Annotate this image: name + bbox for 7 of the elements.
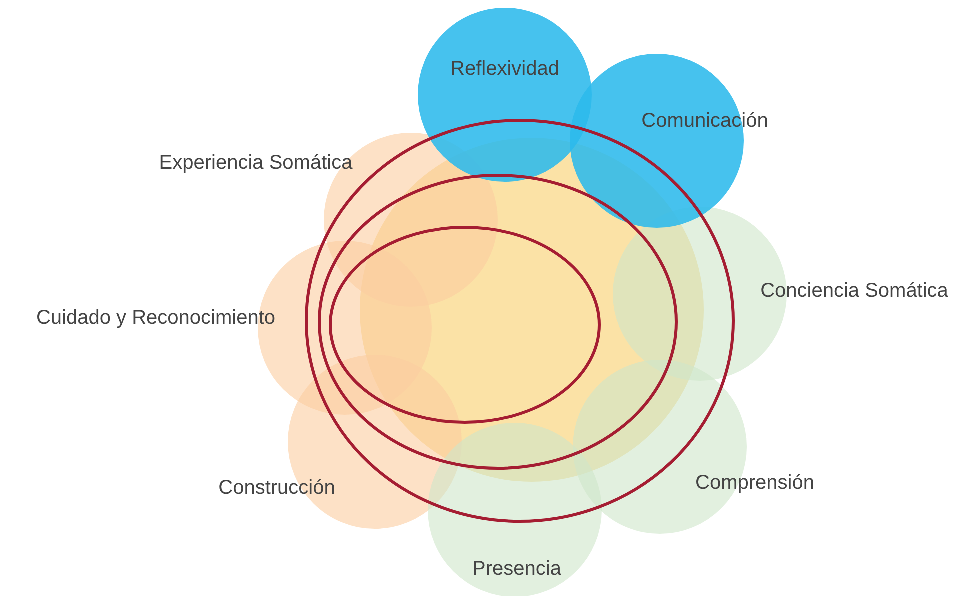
circle-label: Comprensión [694,471,816,496]
circle-label: Construcción [218,476,336,501]
circle-label: Conciencia Somática [760,279,950,304]
circle-label: Experiencia Somática [158,151,354,176]
circle-label: Reflexividad [450,57,560,82]
circle-label: Presencia [472,557,562,582]
circle-label: Cuidado y Reconocimiento [35,306,277,331]
